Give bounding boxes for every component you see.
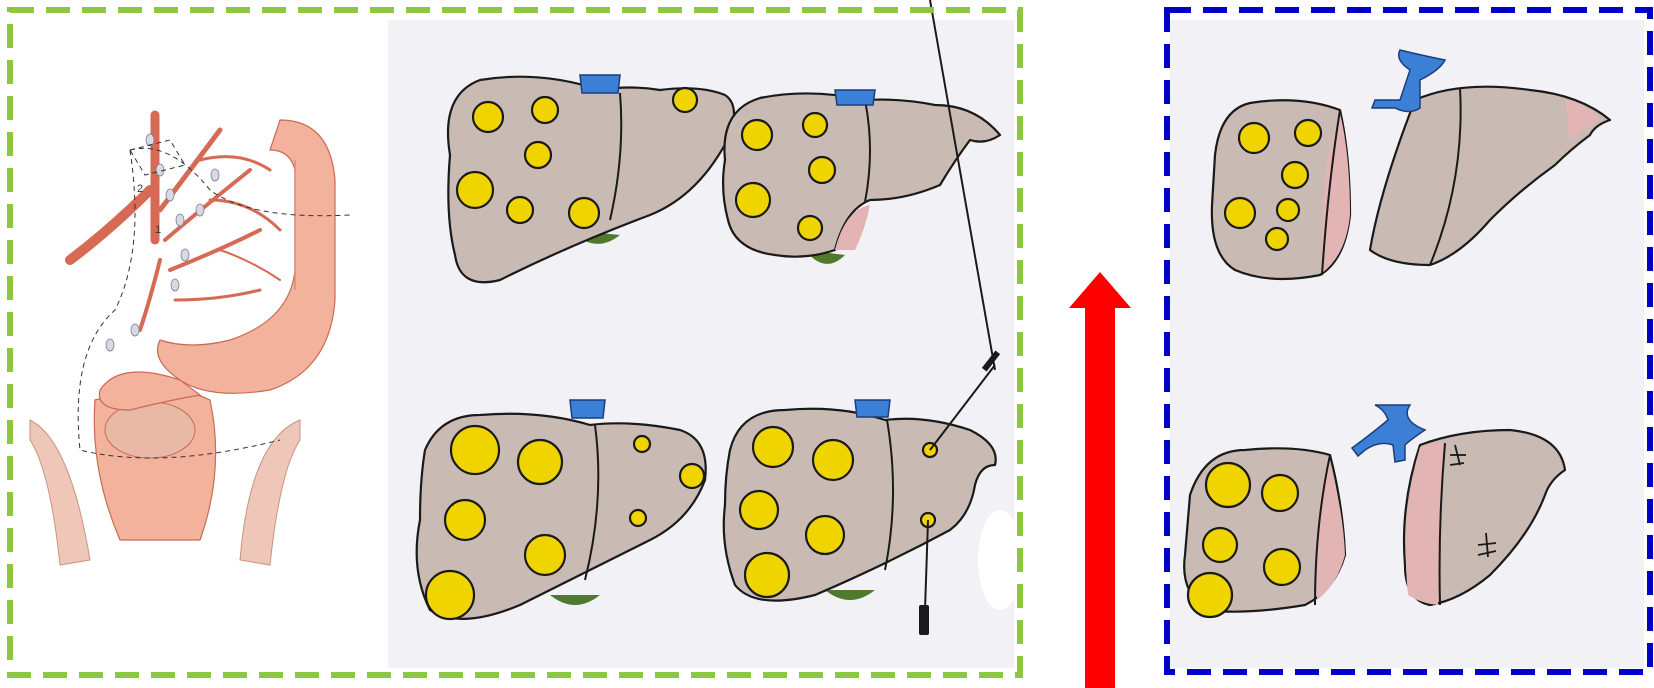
resected-liver-segment xyxy=(1184,448,1345,617)
blue-dashed-panel xyxy=(1167,10,1650,672)
figure-label-1: 1 xyxy=(155,224,161,236)
green-dashed-panel: 2 1 xyxy=(10,0,1022,675)
resected-liver-segment xyxy=(1212,100,1350,279)
figure-label-2: 2 xyxy=(137,183,143,195)
partial-glyph xyxy=(978,510,1022,610)
up-arrow xyxy=(1069,272,1131,688)
colon-resection-illustration: 2 1 xyxy=(25,110,360,565)
